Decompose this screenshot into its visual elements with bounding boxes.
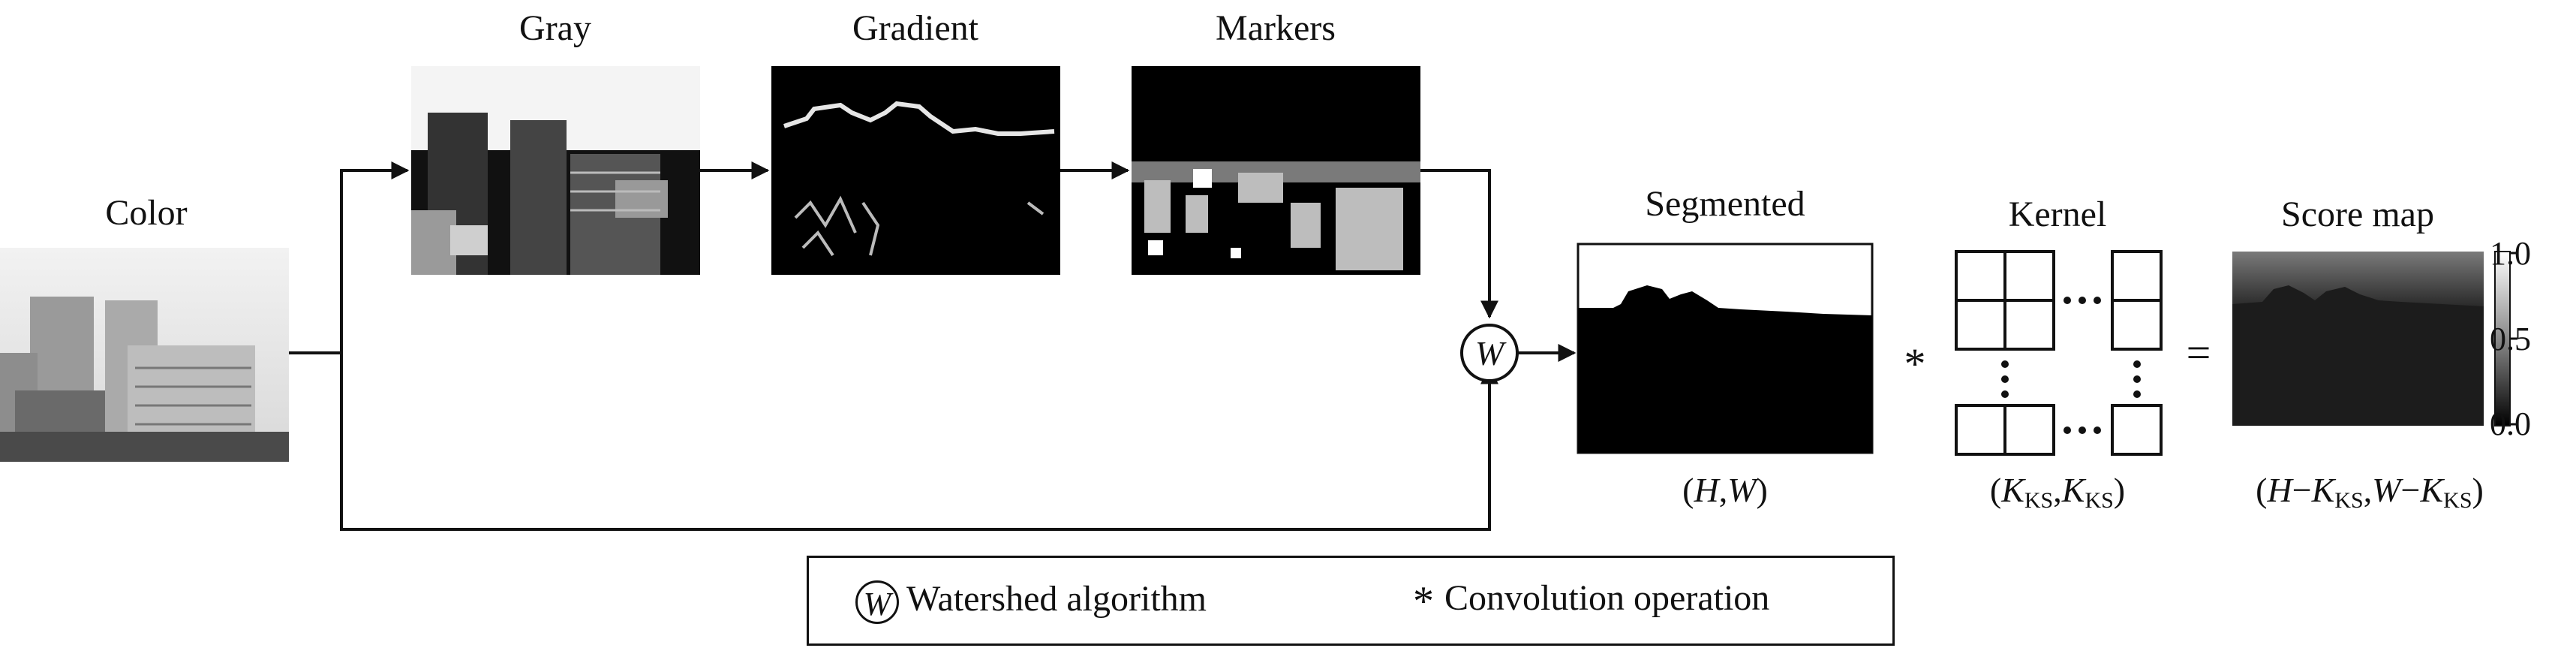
markers-image (1132, 66, 1420, 275)
kernel-ellipsis (2001, 297, 2141, 434)
gray-image (411, 66, 700, 275)
dims-score-map: (H−KKS,W−KKS) (2256, 471, 2484, 513)
color-image (0, 248, 289, 462)
kernel-grid (1955, 250, 2163, 456)
watershed-legend-icon: W (855, 580, 899, 624)
equals-operator: = (2186, 328, 2211, 377)
label-gradient: Gradient (852, 8, 978, 48)
label-color: Color (105, 193, 188, 233)
dims-segmented: (H,W) (1682, 471, 1768, 509)
colorbar-tick-min: 0.0 (2490, 405, 2531, 442)
convolution-legend-icon: * (1413, 578, 1434, 625)
colorbar-tick-max: 1.0 (2490, 235, 2531, 272)
dims-kernel: (KKS,KKS) (1989, 471, 2126, 513)
gradient-image (771, 66, 1060, 275)
label-segmented: Segmented (1645, 184, 1805, 224)
convolution-operator: * (1904, 339, 1926, 388)
score-map-image (2232, 252, 2484, 426)
watershed-node (1460, 324, 1519, 382)
label-score-map: Score map (2281, 194, 2434, 234)
flow-connectors (289, 161, 1577, 531)
segmented-image (1577, 243, 1874, 454)
label-gray: Gray (519, 8, 591, 48)
colorbar-tick-mid: 0.5 (2490, 321, 2531, 357)
legend-convolution: *Convolution operation (1413, 580, 1769, 622)
label-markers: Markers (1216, 8, 1336, 48)
legend-watershed-label: Watershed algorithm (906, 579, 1207, 619)
legend-convolution-label: Convolution operation (1444, 578, 1770, 619)
label-kernel: Kernel (2008, 194, 2107, 234)
watershed-symbol: W (1475, 334, 1507, 372)
